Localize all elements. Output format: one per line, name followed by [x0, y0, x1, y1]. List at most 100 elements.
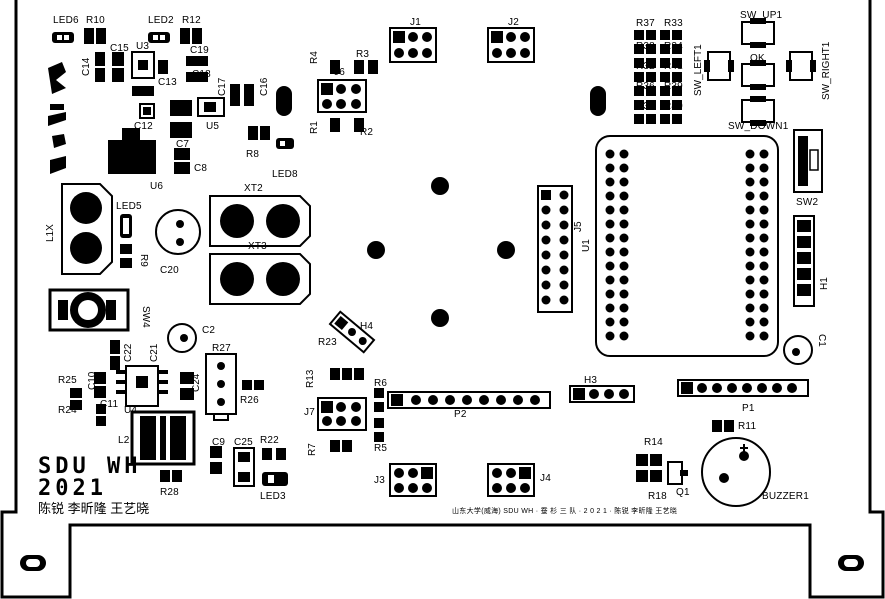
- label-j5: J5: [573, 221, 584, 232]
- label-sw-down1: SW_DOWN1: [728, 121, 789, 132]
- label-sw4: SW4: [140, 306, 151, 328]
- label-r41: R41: [664, 61, 683, 72]
- u1-pad: [759, 163, 769, 173]
- label-l2: L2: [118, 435, 130, 446]
- u1-pad: [619, 261, 629, 271]
- u1-pad: [745, 177, 755, 187]
- u1-pad: [745, 233, 755, 243]
- u1-pad: [605, 163, 615, 173]
- u1-pad: [605, 289, 615, 299]
- u1-pad: [619, 331, 629, 341]
- label-r14: R14: [644, 437, 663, 448]
- logo-mark: [48, 62, 66, 174]
- u1-pad: [759, 289, 769, 299]
- u1-pad: [605, 317, 615, 327]
- label-r10: R10: [86, 15, 105, 26]
- label-c25: C25: [234, 437, 253, 448]
- label-xt3: XT3: [248, 241, 267, 252]
- label-led3: LED3: [260, 491, 286, 502]
- label-h4: H4: [360, 321, 374, 332]
- label-r5: R5: [374, 443, 388, 454]
- label-c18: C18: [192, 69, 211, 80]
- label-sw-right1: SW_RIGHT1: [821, 41, 832, 100]
- u1-pad: [619, 233, 629, 243]
- label-h1: H1: [819, 277, 830, 290]
- label-r18: R18: [648, 491, 667, 502]
- label-led2: LED2: [148, 15, 174, 26]
- u1-pad: [605, 331, 615, 341]
- label-r6: R6: [374, 378, 388, 389]
- u1-pad: [745, 149, 755, 159]
- u1-pad: [605, 219, 615, 229]
- label-j6: J6: [334, 67, 345, 78]
- label-r34: R34: [664, 41, 683, 52]
- u1-pad: [619, 275, 629, 285]
- label-r12: R12: [182, 15, 201, 26]
- label-xt2: XT2: [244, 183, 263, 194]
- label-u4: U4: [124, 405, 138, 416]
- label-c12: C12: [134, 121, 153, 132]
- label-r2: R2: [360, 127, 374, 138]
- label-r33: R33: [664, 18, 683, 29]
- board-footer: 山东大学(威海) SDU WH · 蚕 杉 三 队 · 2 0 2 1 · 陈锐…: [452, 508, 678, 515]
- u1-pad: [605, 233, 615, 243]
- u1-pad: [759, 149, 769, 159]
- label-j3: J3: [374, 475, 385, 486]
- u1-pad: [605, 177, 615, 187]
- u1-pad: [619, 289, 629, 299]
- u1-pad: [745, 317, 755, 327]
- label-j4: J4: [540, 473, 551, 484]
- label-u1: U1: [581, 239, 592, 252]
- label-c9: C9: [212, 437, 226, 448]
- u1-pad: [619, 163, 629, 173]
- u1-pad: [619, 303, 629, 313]
- label-u5: U5: [206, 121, 220, 132]
- label-c24: C24: [191, 373, 202, 392]
- label-sw-left1: SW_LEFT1: [693, 44, 704, 96]
- label-c19: C19: [190, 45, 209, 56]
- label-r3: R3: [356, 49, 370, 60]
- label-r1: R1: [309, 121, 320, 134]
- u1-pad: [759, 247, 769, 257]
- label-r28: R28: [160, 487, 179, 498]
- label-sw2: SW2: [796, 197, 819, 208]
- label-r7: R7: [307, 443, 318, 456]
- label-r11: R11: [738, 421, 757, 432]
- u1-pad: [619, 219, 629, 229]
- u1-pad: [605, 303, 615, 313]
- label-c8: C8: [194, 163, 208, 174]
- label-c14: C14: [81, 57, 92, 76]
- label-r38: R38: [636, 41, 655, 52]
- board-title-line1: SDU WH: [38, 454, 142, 479]
- label-r24: R24: [58, 405, 77, 416]
- label-l1x: L1X: [45, 224, 56, 242]
- label-r37: R37: [636, 18, 655, 29]
- label-c16: C16: [259, 77, 270, 96]
- label-r8: R8: [246, 149, 260, 160]
- u1-pad: [619, 247, 629, 257]
- u1-pad: [745, 191, 755, 201]
- u1-pad: [759, 205, 769, 215]
- label-r26: R26: [240, 395, 259, 406]
- label-sw-up1: SW_UP1: [740, 10, 783, 21]
- u1-pad: [745, 303, 755, 313]
- label-r23: R23: [318, 337, 337, 348]
- label-c10: C10: [87, 371, 98, 390]
- label-led8: LED8: [272, 169, 298, 180]
- label-r22: R22: [260, 435, 279, 446]
- u1-pad: [745, 205, 755, 215]
- u1-pad: [605, 191, 615, 201]
- u1-pad: [759, 177, 769, 187]
- label-j2: J2: [508, 17, 519, 28]
- u1-pad: [759, 303, 769, 313]
- u1-pad: [605, 247, 615, 257]
- u1-pad: [759, 191, 769, 201]
- label-r27: R27: [212, 343, 231, 354]
- board-title-line2: 2021: [38, 476, 107, 501]
- label-c21: C21: [149, 343, 160, 362]
- label-h3: H3: [584, 375, 598, 386]
- label-c7: C7: [176, 139, 190, 150]
- label-buzzer1: BUZZER1: [762, 491, 809, 502]
- label-r13: R13: [305, 369, 316, 388]
